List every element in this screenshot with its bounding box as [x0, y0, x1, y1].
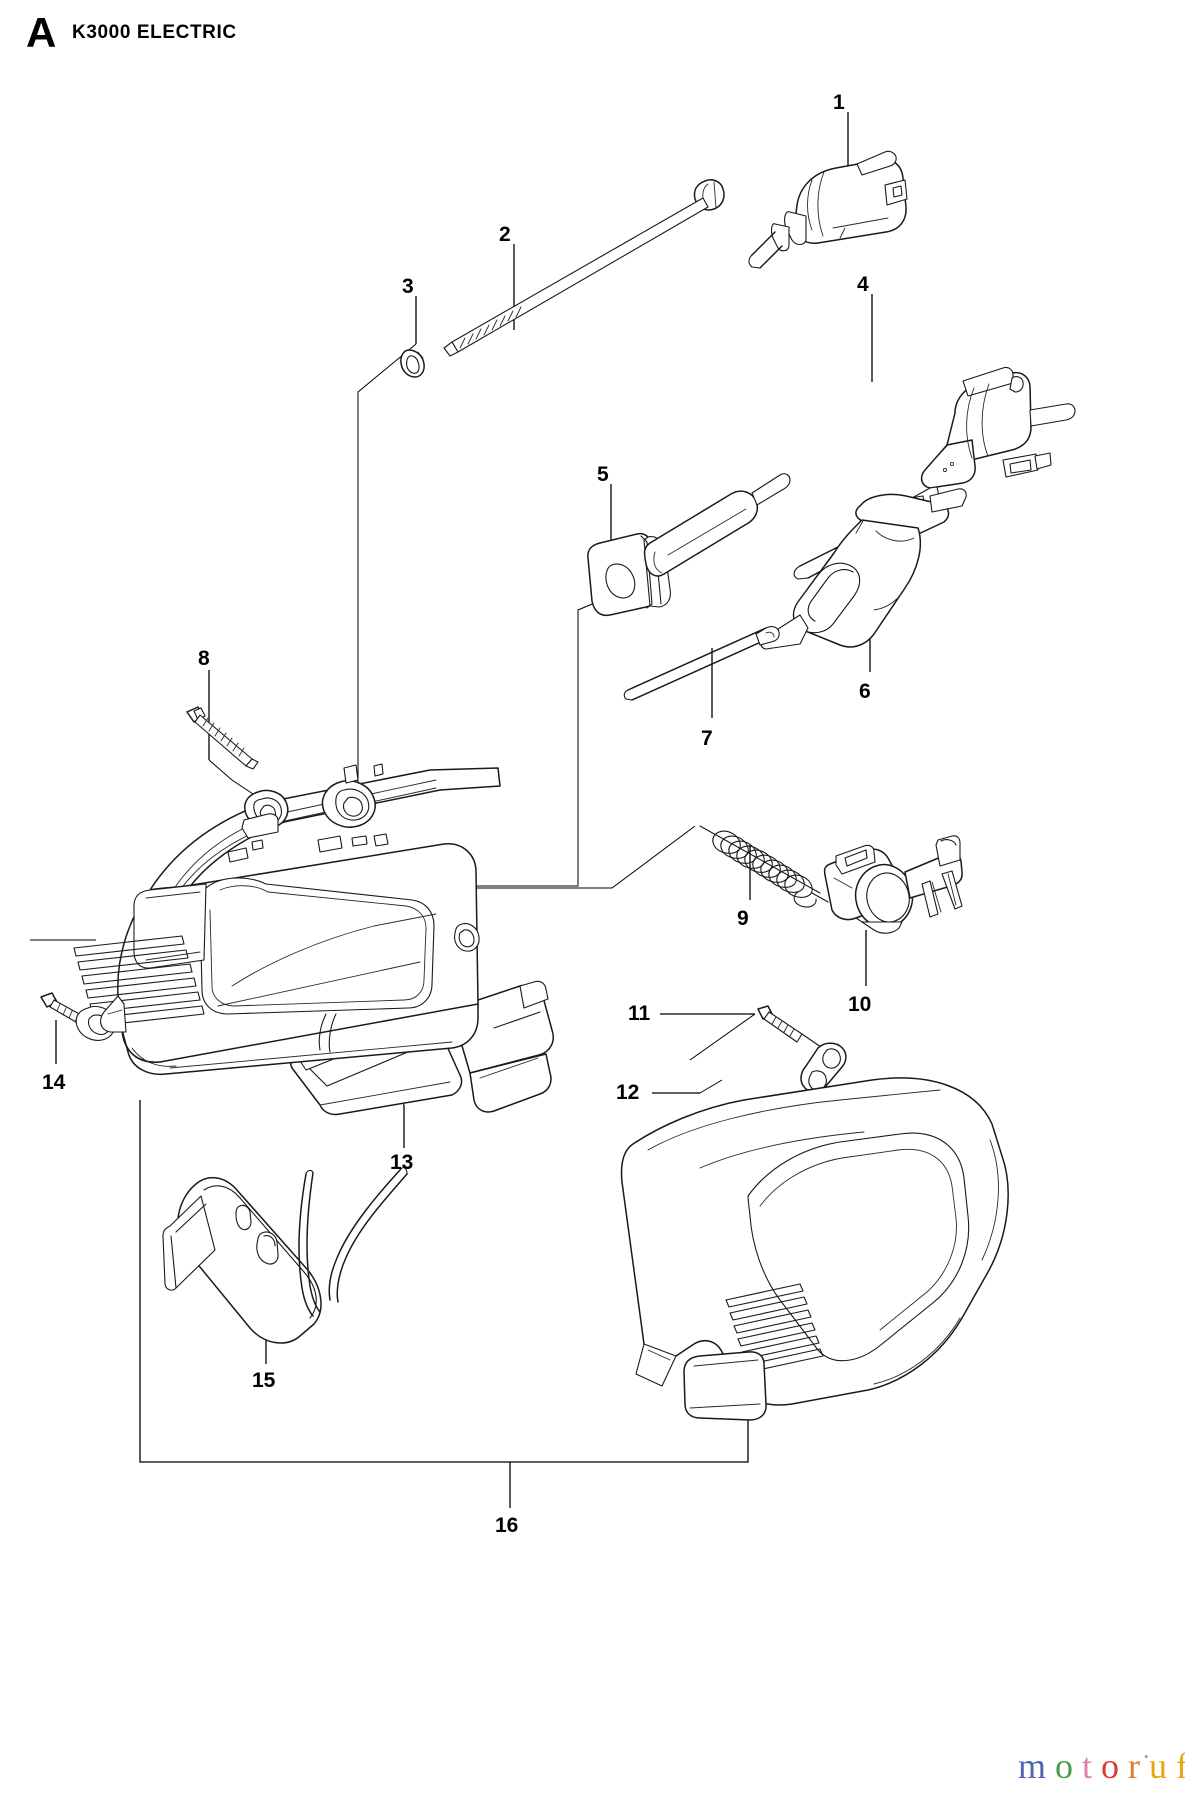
part-2-long-screw: [443, 179, 725, 357]
part-1-power-plug-us: [748, 150, 908, 269]
part-16-handle-housing: [620, 1077, 1009, 1421]
callout-7: 7: [701, 727, 713, 750]
watermark-letter-m: m: [1018, 1746, 1047, 1786]
part-11-screw-short: [757, 1005, 835, 1057]
callout-9: 9: [737, 907, 749, 930]
section-letter: A: [26, 9, 57, 56]
callout-3: 3: [402, 275, 414, 298]
watermark-dot: •: [1144, 1749, 1149, 1764]
callout-11: 11: [628, 1002, 651, 1025]
callout-14: 14: [42, 1071, 66, 1094]
part-7-power-cable: [623, 626, 780, 701]
main-housing-body: [73, 763, 501, 1076]
callout-8: 8: [198, 647, 210, 670]
watermark-letter-o1: o: [1055, 1746, 1074, 1786]
watermark-motoruf: • m o t o r u f .de: [1018, 1748, 1185, 1784]
callout-16: 16: [495, 1514, 519, 1537]
part-9-compression-spring: [699, 825, 829, 908]
callout-5: 5: [597, 463, 609, 486]
part-3-washer-spacer: [400, 349, 425, 378]
callout-13: 13: [390, 1151, 414, 1174]
part-8-screw-long: [186, 706, 259, 770]
watermark-letter-u: u: [1149, 1746, 1168, 1786]
part-15-cover-plate: [162, 1167, 408, 1344]
callout-15: 15: [252, 1369, 276, 1392]
part-5-cable-grommet: [587, 473, 791, 617]
callout-10: 10: [848, 993, 872, 1016]
callout-2: 2: [499, 223, 511, 246]
part-10-trigger-lever: [823, 835, 963, 934]
callout-12: 12: [616, 1081, 640, 1104]
callout-1: 1: [833, 91, 845, 114]
part-6-cable-coupling-socket: [760, 488, 967, 650]
callout-6: 6: [859, 680, 871, 703]
part-4-power-plug-schuko: [793, 366, 1076, 580]
watermark-letter-o2: o: [1101, 1746, 1120, 1786]
watermark-letter-t: t: [1082, 1746, 1093, 1786]
watermark-letter-f: f: [1176, 1746, 1185, 1786]
page-title: K3000 ELECTRIC: [72, 22, 237, 43]
callout-4: 4: [857, 273, 869, 296]
part-12-clamp-bracket: [800, 1042, 847, 1093]
watermark-letter-r: r: [1128, 1746, 1141, 1786]
